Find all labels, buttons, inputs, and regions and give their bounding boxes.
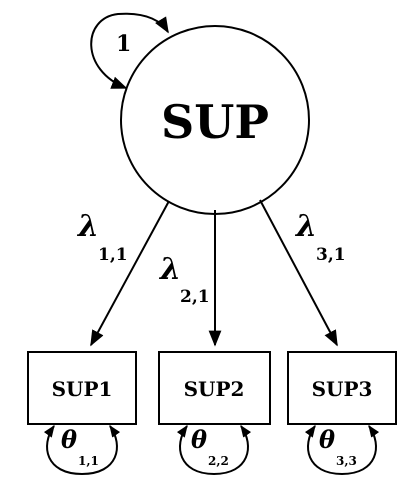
error-loop bbox=[304, 425, 380, 476]
indicator-3: SUP3 bbox=[287, 351, 397, 425]
loading-path-3 bbox=[259, 199, 338, 347]
error-variance-2: θ 2,2 bbox=[176, 425, 252, 476]
loading-symbol: λ bbox=[158, 252, 181, 287]
error-loop bbox=[176, 425, 252, 476]
loading-symbol: λ bbox=[76, 209, 99, 244]
indicator-1: SUP1 bbox=[27, 351, 137, 425]
error-subscript: 1,1 bbox=[78, 454, 99, 468]
indicator-label: SUP1 bbox=[52, 377, 113, 401]
loading-path-1 bbox=[90, 200, 170, 347]
loading-label-1: λ 1,1 bbox=[76, 209, 128, 265]
indicator-label: SUP2 bbox=[184, 377, 245, 401]
indicator-2: SUP2 bbox=[158, 351, 271, 425]
loading-label-2: λ 2,1 bbox=[158, 252, 210, 307]
latent-variance-label: 1 bbox=[116, 31, 131, 57]
loading-label-3: λ 3,1 bbox=[294, 209, 346, 265]
indicator-box bbox=[158, 351, 271, 425]
error-subscript: 3,3 bbox=[336, 454, 357, 468]
loading-subscript: 1,1 bbox=[98, 245, 128, 265]
error-variance-1: θ 1,1 bbox=[43, 425, 121, 476]
indicator-label: SUP3 bbox=[312, 377, 373, 401]
indicator-box bbox=[287, 351, 397, 425]
loading-subscript: 2,1 bbox=[180, 287, 210, 307]
error-loop bbox=[43, 425, 121, 476]
latent-variance-loop bbox=[90, 12, 169, 89]
error-symbol: θ bbox=[191, 425, 207, 454]
error-subscript: 2,2 bbox=[208, 454, 229, 468]
error-symbol: θ bbox=[61, 425, 77, 454]
latent-factor-label: SUP bbox=[161, 95, 269, 149]
loading-symbol: λ bbox=[294, 209, 317, 244]
loading-subscript: 3,1 bbox=[316, 245, 346, 265]
error-variance-3: θ 3,3 bbox=[304, 425, 380, 476]
indicator-box bbox=[27, 351, 137, 425]
error-symbol: θ bbox=[319, 425, 335, 454]
